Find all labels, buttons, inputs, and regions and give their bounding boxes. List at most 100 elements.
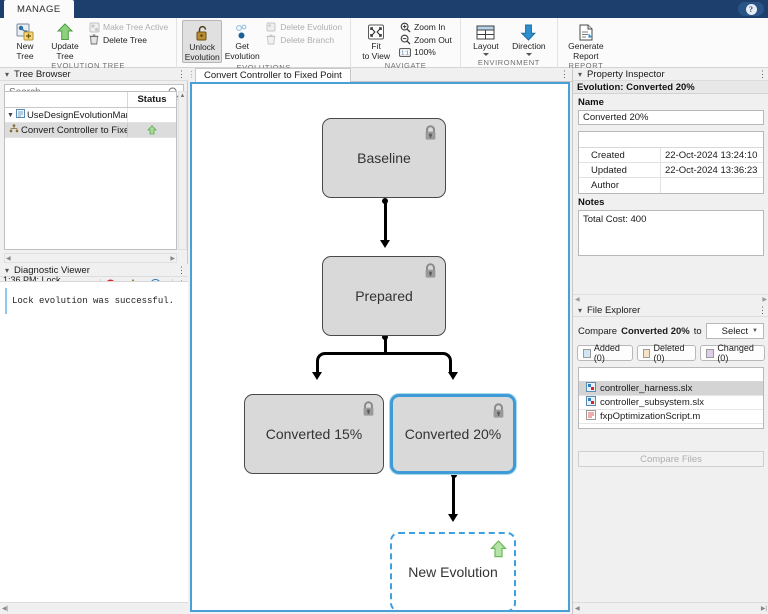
- zoom-in-label: Zoom In: [414, 22, 446, 33]
- property-key: Author: [579, 178, 661, 193]
- update-tree-button[interactable]: Update Tree: [45, 20, 85, 61]
- node-converted-20-label: Converted 20%: [404, 426, 502, 442]
- table-row: Author: [579, 178, 763, 193]
- scroll-up-icon[interactable]: ▲: [179, 93, 186, 99]
- zoom-in-button[interactable]: Zoom In: [396, 21, 455, 34]
- unlock-evolution-button[interactable]: Unlock Evolution: [182, 20, 223, 63]
- notes-field[interactable]: Total Cost: 400: [578, 210, 764, 256]
- delete-branch-button[interactable]: Delete Branch: [262, 34, 345, 47]
- added-badge[interactable]: Added (0): [577, 343, 633, 363]
- fit-to-view-button[interactable]: Fit to View: [356, 20, 396, 61]
- scroll-left-icon[interactable]: ◀: [6, 255, 11, 262]
- help-icon: ?: [745, 3, 757, 15]
- collapse-icon[interactable]: ▾: [4, 69, 9, 79]
- arrowhead-icon: [312, 372, 322, 380]
- collapse-icon[interactable]: ▾: [577, 305, 582, 315]
- file-explorer-options-icon[interactable]: ⋮: [758, 304, 767, 315]
- file-name: fxpOptimizationScript.m: [600, 411, 701, 422]
- generate-report-button[interactable]: Generate Report: [563, 20, 609, 61]
- slx-file-icon: [586, 396, 596, 409]
- chevron-down-icon[interactable]: [482, 52, 489, 56]
- layout-button[interactable]: Layout: [466, 20, 506, 56]
- chevron-down-icon[interactable]: ▼: [752, 328, 758, 334]
- compare-target-select[interactable]: Select ▼: [705, 323, 764, 339]
- list-item[interactable]: controller_harness.slx: [579, 382, 763, 396]
- delete-tree-button[interactable]: Delete Tree: [85, 34, 171, 47]
- help-button[interactable]: ?: [738, 2, 764, 16]
- tree-row-status: [128, 108, 176, 122]
- canvas-column: ⋮ Convert Controller to Fixed Point ⋮ Ba…: [188, 68, 572, 614]
- direction-button[interactable]: Direction: [506, 20, 552, 56]
- scroll-right-icon[interactable]: ▶: [762, 297, 767, 303]
- node-baseline-label: Baseline: [357, 150, 411, 166]
- node-baseline[interactable]: Baseline: [322, 118, 446, 198]
- tab-manage[interactable]: MANAGE: [4, 0, 74, 18]
- tab-convert-controller-to-fixed-point[interactable]: Convert Controller to Fixed Point: [195, 68, 351, 82]
- expand-twisty-icon[interactable]: ▼: [7, 111, 14, 119]
- tree-browser-horizontal-scrollbar[interactable]: ◀ ▶: [4, 253, 177, 263]
- make-tree-active-button[interactable]: Make Tree Active: [85, 21, 171, 34]
- name-field[interactable]: Converted 20%: [578, 110, 764, 125]
- delete-tree-label: Delete Tree: [103, 34, 147, 45]
- new-tree-button[interactable]: New Tree: [5, 20, 45, 61]
- model-file-icon: [15, 109, 25, 121]
- zoom-level-button[interactable]: 1:1 100%: [396, 46, 455, 59]
- node-converted-20[interactable]: Converted 20%: [390, 394, 516, 474]
- scroll-right-icon[interactable]: ▶|: [760, 606, 767, 612]
- list-item[interactable]: controller_subsystem.slx: [579, 396, 763, 410]
- delete-evolution-label: Delete Evolution: [280, 22, 343, 33]
- ribbon-group-title-environment: ENVIRONMENT: [477, 58, 540, 67]
- list-item[interactable]: fxpOptimizationScript.m: [579, 410, 763, 424]
- scroll-right-icon[interactable]: ▶: [170, 255, 175, 262]
- tree-row-status: [128, 123, 176, 137]
- table-header-row: Status: [5, 92, 176, 108]
- deleted-badge[interactable]: Deleted (0): [636, 343, 697, 363]
- canvas-options-icon[interactable]: ⋮: [560, 69, 569, 79]
- left-horizontal-scrollbar[interactable]: ◀|: [0, 602, 188, 614]
- collapse-icon[interactable]: ▾: [577, 69, 582, 79]
- generate-report-icon: [578, 22, 594, 41]
- property-inspector-options-icon[interactable]: ⋮: [758, 68, 767, 79]
- node-converted-15[interactable]: Converted 15%: [244, 394, 384, 474]
- new-tree-label: New Tree: [16, 41, 34, 61]
- edge-converted20-new: [452, 475, 455, 517]
- right-horizontal-scrollbar[interactable]: ◀ ▶|: [573, 602, 768, 614]
- evolution-tree-icon: [9, 124, 19, 136]
- collapse-icon[interactable]: ▾: [4, 265, 9, 275]
- file-list: controller_harness.slx controller_subsys…: [578, 367, 764, 429]
- table-row[interactable]: ▼ UseDesignEvolutionManagerWith1: [5, 108, 176, 123]
- property-inspector-horizontal-scrollbar[interactable]: ◀ ▶: [573, 294, 768, 304]
- node-prepared[interactable]: Prepared: [322, 256, 446, 336]
- zoom-out-button[interactable]: Zoom Out: [396, 34, 455, 47]
- tree-browser-vertical-scrollbar[interactable]: ▲: [178, 91, 187, 250]
- tree-browser-options-icon[interactable]: ⋮: [177, 68, 186, 79]
- lock-icon: [491, 403, 506, 422]
- direction-label: Direction: [512, 41, 546, 51]
- generate-report-label: Generate Report: [568, 41, 604, 61]
- changed-badge[interactable]: Changed (0): [700, 343, 766, 363]
- node-new-evolution[interactable]: New Evolution: [390, 532, 516, 610]
- file-name: controller_harness.slx: [600, 383, 693, 394]
- file-explorer-panel: ▾ File Explorer ⋮ Compare Converted 20% …: [573, 304, 768, 602]
- property-inspector-panel: ▾ Property Inspector ⋮ Evolution: Conver…: [573, 68, 768, 304]
- scroll-left-icon[interactable]: ◀: [575, 606, 580, 612]
- chevron-down-icon[interactable]: [525, 52, 532, 56]
- property-key: Updated: [579, 163, 661, 177]
- ribbon-group-report: Generate Report REPORT: [556, 18, 614, 70]
- table-row[interactable]: Convert Controller to Fixed: [5, 123, 176, 138]
- evolution-tree-canvas[interactable]: Baseline Prepared: [190, 82, 570, 612]
- file-list-header: [579, 368, 763, 382]
- tab-grip-icon[interactable]: ⋮: [187, 70, 196, 79]
- lock-icon: [423, 263, 438, 282]
- scroll-left-icon[interactable]: ◀: [575, 297, 580, 303]
- compare-files-button[interactable]: Compare Files: [578, 451, 764, 467]
- get-evolution-label: Get Evolution: [224, 41, 260, 61]
- list-item[interactable]: Lock evolution was successful.: [0, 282, 188, 314]
- get-evolution-button[interactable]: Get Evolution: [222, 20, 262, 61]
- diagnostic-viewer-options-icon[interactable]: ⋮: [177, 264, 186, 275]
- canvas-tab-strip: ⋮ Convert Controller to Fixed Point ⋮: [188, 68, 572, 82]
- edge-prepared-stem: [383, 337, 387, 354]
- ribbon-group-environment: Layout Direction ENVIRONMENT: [459, 18, 557, 68]
- scroll-left-icon[interactable]: ◀|: [2, 606, 9, 612]
- delete-evolution-button[interactable]: Delete Evolution: [262, 21, 345, 34]
